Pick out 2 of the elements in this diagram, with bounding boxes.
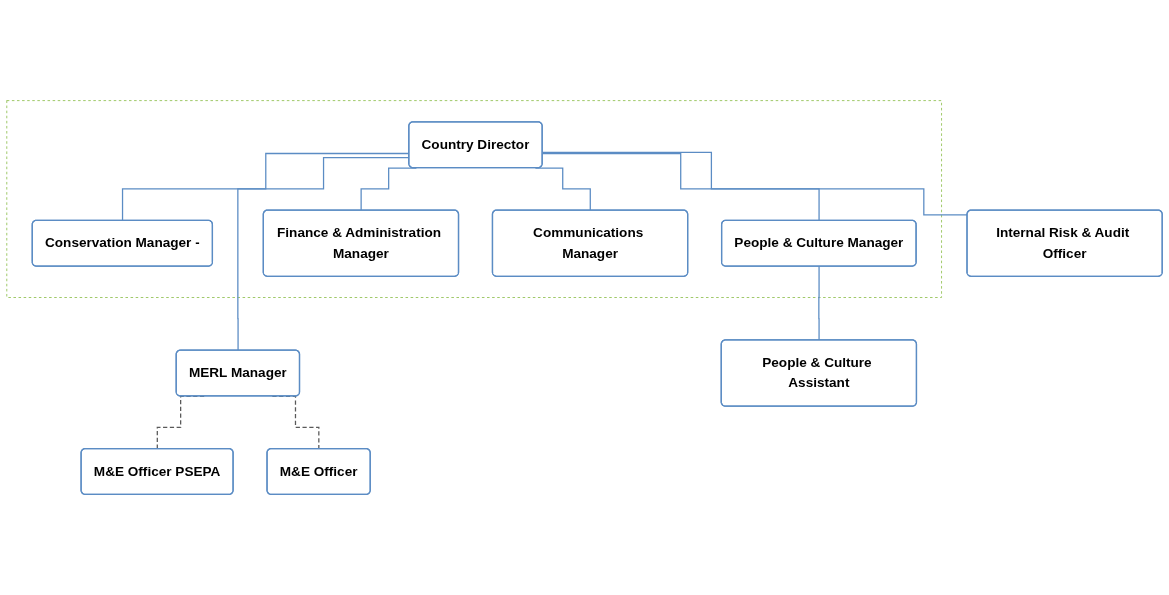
connector — [818, 265, 820, 341]
cluster — [6, 100, 942, 298]
